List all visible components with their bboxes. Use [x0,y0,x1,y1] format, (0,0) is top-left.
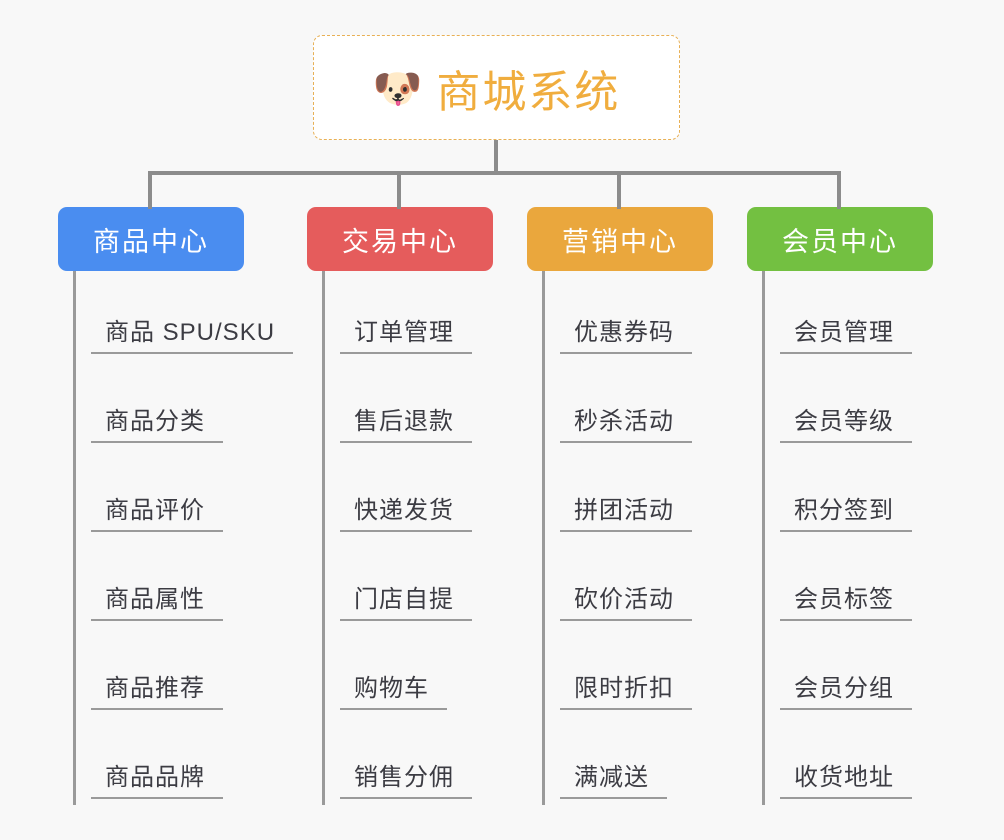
branch-trunk-line-3 [542,271,545,805]
leaf-item-label: 商品推荐 [91,668,223,710]
shiba-dog-face-icon: 🐶 [372,66,423,111]
branch-header-3[interactable]: 营销中心 [527,207,713,271]
leaf-item-label: 商品分类 [91,401,223,443]
connector-root-stem [494,140,498,174]
leaf-list-1: 商品 SPU/SKU 商品分类商品评价商品属性商品推荐商品品牌 [73,271,294,805]
leaf-item-label: 门店自提 [340,579,472,621]
leaf-item[interactable]: 快递发货 [322,449,537,538]
branch-header-label: 商品中心 [93,226,209,257]
leaf-item[interactable]: 会员等级 [762,360,977,449]
leaf-item[interactable]: 商品分类 [73,360,288,449]
leaf-item-label: 商品属性 [91,579,223,621]
leaf-item-label: 销售分佣 [340,757,472,799]
leaf-item-label: 订单管理 [340,312,472,354]
branch-header-label: 交易中心 [342,226,458,257]
leaf-item-label: 售后退款 [340,401,472,443]
branch-column-3: 营销中心优惠券码秒杀活动拼团活动砍价活动限时折扣满减送 [527,207,713,805]
leaf-item-label: 会员标签 [780,579,912,621]
leaf-item[interactable]: 优惠券码 [542,271,757,360]
leaf-item[interactable]: 售后退款 [322,360,537,449]
leaf-item[interactable]: 商品品牌 [73,716,288,805]
leaf-item-label: 商品品牌 [91,757,223,799]
leaf-list-2: 订单管理售后退款快递发货门店自提购物车销售分佣 [322,271,537,805]
leaf-item[interactable]: 砍价活动 [542,538,757,627]
connector-drop-4 [837,171,841,209]
leaf-item[interactable]: 购物车 [322,627,537,716]
leaf-item-label: 会员管理 [780,312,912,354]
leaf-item[interactable]: 会员管理 [762,271,977,360]
leaf-item-label: 积分签到 [780,490,912,532]
leaf-item-label: 商品评价 [91,490,223,532]
leaf-item[interactable]: 满减送 [542,716,757,805]
leaf-item[interactable]: 拼团活动 [542,449,757,538]
leaf-list-4: 会员管理会员等级积分签到会员标签会员分组收货地址 [762,271,977,805]
leaf-item[interactable]: 积分签到 [762,449,977,538]
connector-drop-2 [397,171,401,209]
leaf-item[interactable]: 会员分组 [762,627,977,716]
leaf-item-label: 商品 SPU/SKU [91,312,294,354]
branch-header-label: 营销中心 [562,226,678,257]
leaf-list-3: 优惠券码秒杀活动拼团活动砍价活动限时折扣满减送 [542,271,757,805]
branch-header-label: 会员中心 [782,226,898,257]
leaf-item-label: 秒杀活动 [560,401,692,443]
branch-trunk-line-2 [322,271,325,805]
leaf-item[interactable]: 收货地址 [762,716,977,805]
branch-trunk-line-1 [73,271,76,805]
leaf-item[interactable]: 门店自提 [322,538,537,627]
leaf-item-label: 满减送 [560,757,667,799]
connector-drop-3 [617,171,621,209]
leaf-item[interactable]: 秒杀活动 [542,360,757,449]
leaf-item[interactable]: 会员标签 [762,538,977,627]
connector-horizontal-bus [148,171,840,175]
branch-column-2: 交易中心订单管理售后退款快递发货门店自提购物车销售分佣 [307,207,493,805]
leaf-item-label: 收货地址 [780,757,912,799]
leaf-item-label: 砍价活动 [560,579,692,621]
branch-header-1[interactable]: 商品中心 [58,207,244,271]
branch-column-1: 商品中心商品 SPU/SKU 商品分类商品评价商品属性商品推荐商品品牌 [58,207,294,805]
leaf-item[interactable]: 商品属性 [73,538,288,627]
root-title: 商城系统 [436,67,621,117]
leaf-item-label: 会员等级 [780,401,912,443]
leaf-item-label: 限时折扣 [560,668,692,710]
leaf-item[interactable]: 订单管理 [322,271,537,360]
branch-trunk-line-4 [762,271,765,805]
leaf-item[interactable]: 商品评价 [73,449,288,538]
branch-header-4[interactable]: 会员中心 [747,207,933,271]
leaf-item[interactable]: 限时折扣 [542,627,757,716]
connector-drop-1 [148,171,152,209]
branch-column-4: 会员中心会员管理会员等级积分签到会员标签会员分组收货地址 [747,207,933,805]
leaf-item[interactable]: 商品推荐 [73,627,288,716]
leaf-item-label: 购物车 [340,668,447,710]
leaf-item[interactable]: 商品 SPU/SKU [73,271,294,360]
branch-header-2[interactable]: 交易中心 [307,207,493,271]
leaf-item[interactable]: 销售分佣 [322,716,537,805]
leaf-item-label: 优惠券码 [560,312,692,354]
root-node[interactable]: 🐶 商城系统 [313,35,680,140]
leaf-item-label: 拼团活动 [560,490,692,532]
leaf-item-label: 快递发货 [340,490,472,532]
leaf-item-label: 会员分组 [780,668,912,710]
